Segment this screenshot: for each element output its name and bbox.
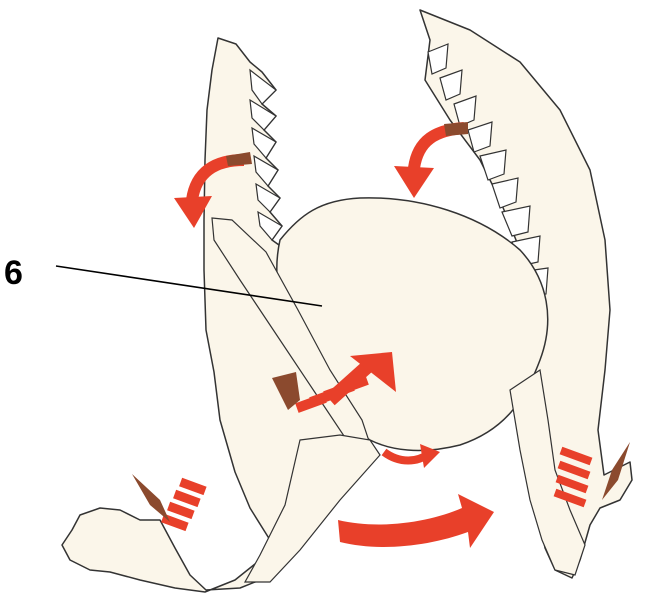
left-lower-tab-slots (161, 478, 207, 531)
large-rotate-arrow (338, 494, 494, 548)
left-lower-tab-shadow (132, 474, 170, 522)
fold-arrow-top-right (394, 122, 468, 198)
callout-label-6: 6 (4, 254, 23, 292)
